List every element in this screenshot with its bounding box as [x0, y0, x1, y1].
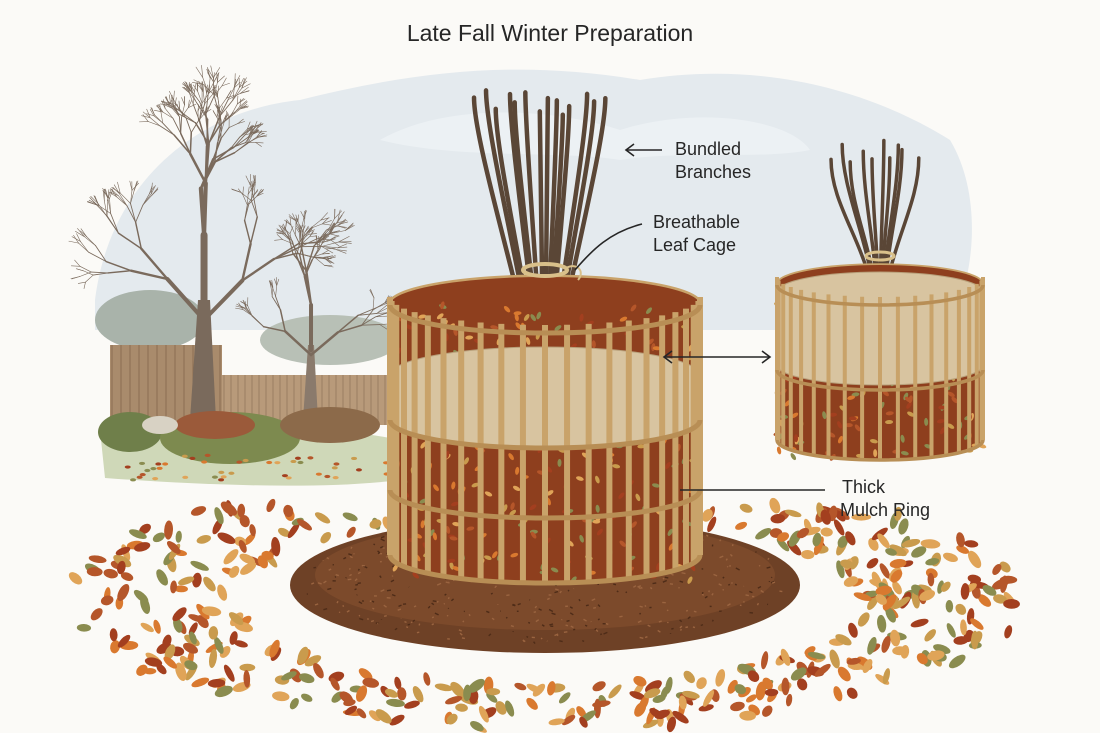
label-bundled-branches-line-2: Branches: [675, 162, 752, 182]
large-bare-tree: [68, 65, 352, 420]
page-title: Late Fall Winter Preparation: [406, 20, 694, 46]
pointer-lines: [574, 143, 825, 491]
fallen-leaves: [68, 453, 1020, 733]
shrubs: [98, 407, 380, 464]
pointer-double-arrow-right: [761, 350, 772, 364]
label-leaf-cage-line-1: Breathable: [653, 212, 741, 232]
label-bundled-branches-line-1: Bundled: [675, 139, 742, 159]
pointer-leaf-cage: [574, 223, 643, 271]
label-bundled-branches: Bundled Branches: [675, 138, 751, 184]
label-mulch-ring-line-1: Thick: [842, 477, 886, 497]
small-bare-tree: [235, 208, 402, 420]
label-mulch-ring: Thick Mulch Ring: [840, 476, 930, 522]
main-leaf-cage: [387, 88, 703, 586]
pointer-double-arrow-left: [662, 350, 673, 364]
label-mulch-ring-line-2: Mulch Ring: [840, 500, 931, 520]
label-leaf-cage-line-2: Leaf Cage: [653, 235, 737, 255]
label-leaf-cage: Breathable Leaf Cage: [653, 211, 740, 257]
pointer-bundled-branches-arrow: [624, 143, 635, 157]
cage-detail-burlap: [773, 138, 987, 462]
